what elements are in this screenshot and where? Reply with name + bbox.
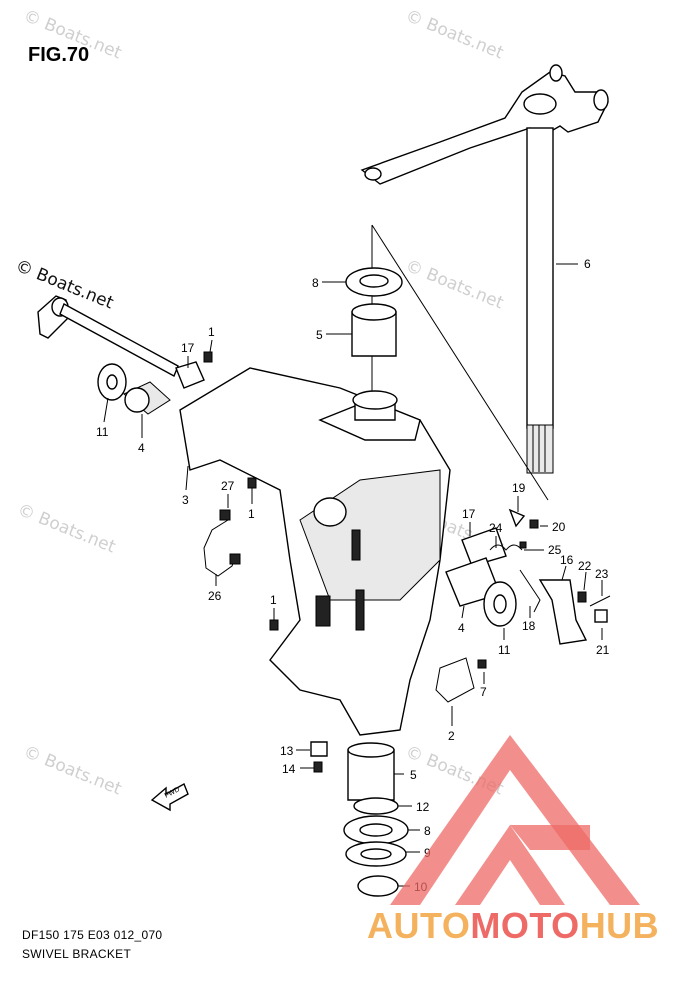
- callout-17: 17: [462, 507, 476, 521]
- bushing-part: [461, 527, 507, 567]
- callout-8: 8: [312, 276, 319, 290]
- callout-5: 5: [410, 768, 417, 782]
- callout-25: 25: [548, 543, 562, 557]
- wire-part: [435, 657, 475, 703]
- callout-4: 4: [138, 441, 145, 455]
- cap-part: [310, 741, 328, 757]
- swivel-bracket-part: [179, 367, 451, 736]
- callout-21: 21: [596, 643, 610, 657]
- callout-11: 11: [498, 643, 511, 657]
- callout-2: 2: [448, 729, 455, 743]
- stopper-bracket-part: [538, 579, 588, 645]
- figure-title-caption: SWIVEL BRACKET: [22, 947, 132, 961]
- ground-wire-part: [203, 519, 237, 577]
- spring-part: [489, 544, 523, 551]
- steering-arm-part: [360, 64, 609, 474]
- callout-1: 1: [270, 593, 277, 607]
- callout-23: 23: [595, 567, 609, 581]
- callout-5: 5: [316, 328, 323, 342]
- callout-14: 14: [282, 762, 296, 776]
- callout-27: 27: [221, 479, 235, 493]
- callout-7: 7: [480, 685, 487, 699]
- callout-11: 11: [96, 425, 109, 439]
- callout-13: 13: [280, 744, 294, 758]
- tilt-rod-part: [37, 295, 179, 377]
- callout-1: 1: [248, 507, 255, 521]
- callout-26: 26: [208, 589, 222, 603]
- figure-title: FIG.70: [28, 44, 90, 66]
- figure-code-caption: DF150 175 E03 012_070: [22, 928, 163, 942]
- callout-22: 22: [578, 559, 592, 573]
- callout-4: 4: [458, 621, 465, 635]
- callout-3: 3: [182, 493, 189, 507]
- callout-18: 18: [522, 619, 536, 633]
- fwd-arrow-icon: FWD: [150, 783, 189, 812]
- automotohub-logo-icon: [390, 735, 640, 905]
- callout-8: 8: [424, 824, 431, 838]
- callout-12: 12: [416, 800, 430, 814]
- clip-part: [508, 508, 526, 528]
- grease-nipple-part: [203, 351, 213, 363]
- lever-part: [519, 569, 541, 613]
- callout-6: 6: [584, 257, 591, 271]
- callout-17: 17: [181, 341, 195, 355]
- callout-20: 20: [552, 520, 566, 534]
- callout-19: 19: [512, 481, 526, 495]
- leader-lines: [103, 263, 603, 887]
- callout-1: 1: [208, 325, 215, 339]
- bushing-part: [175, 361, 205, 389]
- callout-16: 16: [560, 553, 574, 567]
- logo-wordmark: AUTOMOTOHUB: [367, 905, 660, 946]
- callout-24: 24: [489, 521, 503, 535]
